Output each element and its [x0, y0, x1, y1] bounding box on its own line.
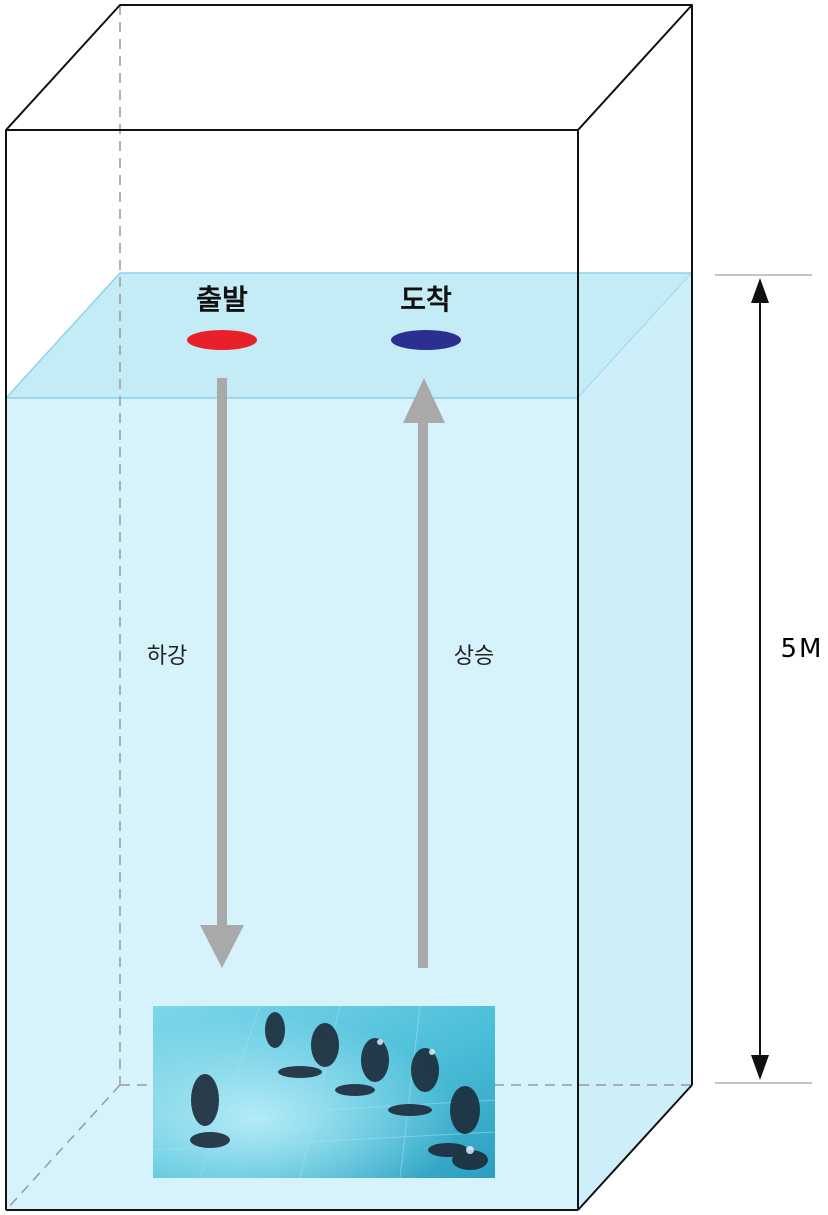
arrival-marker-group: 도착: [391, 283, 461, 350]
start-marker: [187, 330, 257, 350]
tank-outline: [5, 4, 693, 1211]
depth-arrow-down-icon: [751, 1055, 769, 1080]
divers-photo: [152, 1005, 496, 1179]
ascent-label: 상승: [454, 644, 494, 669]
start-label: 출발: [196, 283, 248, 316]
depth-arrow-up-icon: [751, 278, 769, 303]
depth-label: 5M: [781, 634, 824, 664]
arrival-marker: [391, 330, 461, 350]
ascent-arrow: [403, 378, 445, 968]
diver-silhouettes: [190, 1012, 488, 1170]
tank-hidden-edges: [5, 5, 692, 1211]
depth-dimension: [715, 274, 812, 1084]
water-side-face: [578, 273, 692, 1210]
water-surface: [4, 272, 694, 399]
start-marker-group: 출발: [187, 283, 257, 350]
descent-label: 하강: [147, 644, 187, 669]
arrival-label: 도착: [400, 283, 452, 316]
descent-arrow: [200, 378, 244, 968]
